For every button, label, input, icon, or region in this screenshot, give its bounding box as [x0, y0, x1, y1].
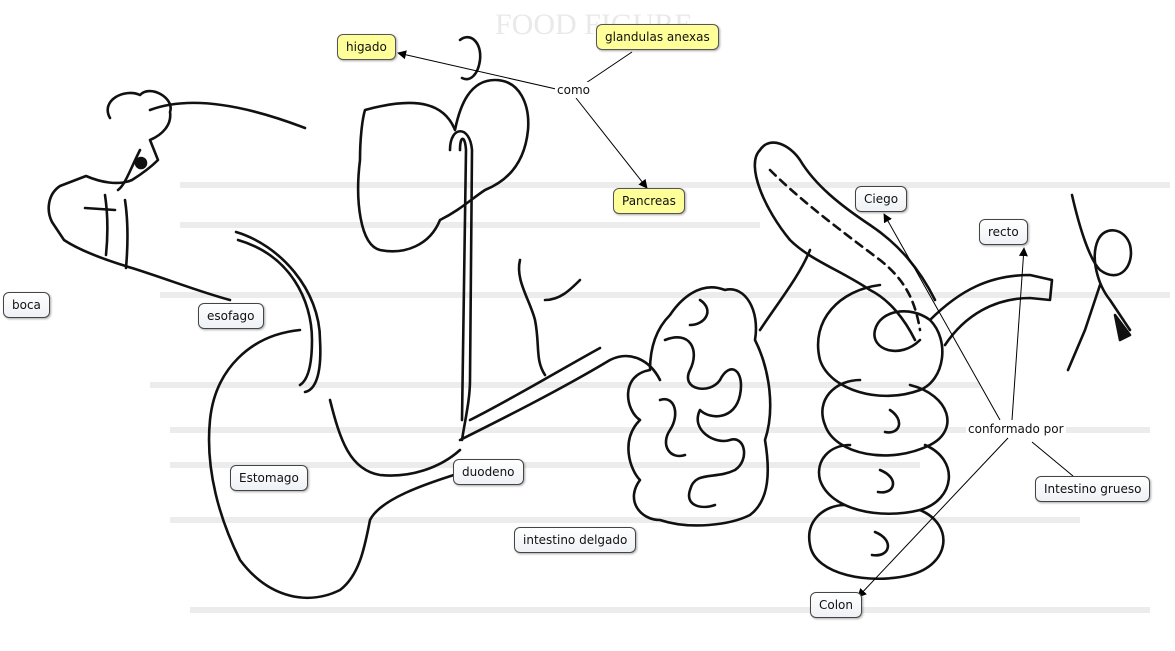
concept-estomago[interactable]: Estomago: [230, 465, 308, 491]
concept-intestino-grueso[interactable]: Intestino grueso: [1035, 476, 1151, 502]
loop-drawing: [1066, 193, 1133, 372]
concept-intestino-delgado[interactable]: intestino delgado: [514, 527, 637, 553]
link-glandulas-to-como: [579, 51, 633, 88]
cecum-drawing: [753, 148, 917, 342]
digestive-system-illustration: [47, 35, 1133, 600]
small-intestine-drawing: [626, 286, 772, 527]
concept-duodeno[interactable]: duodeno: [453, 459, 524, 485]
large-intestine-drawing: [816, 283, 944, 398]
link-como-to-higado: [397, 50, 557, 90]
concept-higado[interactable]: higado: [337, 34, 396, 60]
link-conformado-to-ciego: [883, 213, 1001, 421]
link-conformado-to-recto: [1011, 247, 1028, 421]
concept-recto[interactable]: recto: [979, 219, 1028, 245]
pig-eye: [134, 156, 148, 170]
linking-phrase-como[interactable]: como: [555, 82, 592, 98]
liver-drawing: [356, 78, 530, 253]
concept-boca[interactable]: boca: [3, 292, 50, 318]
link-intestino-grueso-to-conformado: [1031, 441, 1074, 477]
duodenum-drawing: [458, 354, 662, 442]
rectum-drawing: [928, 273, 1054, 347]
concept-map-links: [397, 50, 1074, 598]
link-como-to-pancreas: [575, 97, 648, 189]
concept-esofago[interactable]: esofago: [198, 303, 264, 329]
concept-ciego[interactable]: Ciego: [855, 186, 908, 212]
concept-glandulas-anexas[interactable]: glandulas anexas: [596, 24, 719, 50]
link-conformado-to-colon: [857, 437, 1009, 598]
pancreas-drawing: [517, 258, 582, 377]
linking-phrase-conformado-por[interactable]: conformado por: [966, 421, 1066, 437]
concept-colon[interactable]: Colon: [810, 592, 863, 618]
esophagus-drawing: [234, 230, 322, 394]
faded-background-lines: [150, 182, 1170, 613]
stomach-drawing: [207, 328, 472, 600]
bile-duct-drawing: [448, 130, 474, 442]
concept-pancreas[interactable]: Pancreas: [613, 188, 685, 214]
pig-head-outline: [47, 89, 232, 302]
